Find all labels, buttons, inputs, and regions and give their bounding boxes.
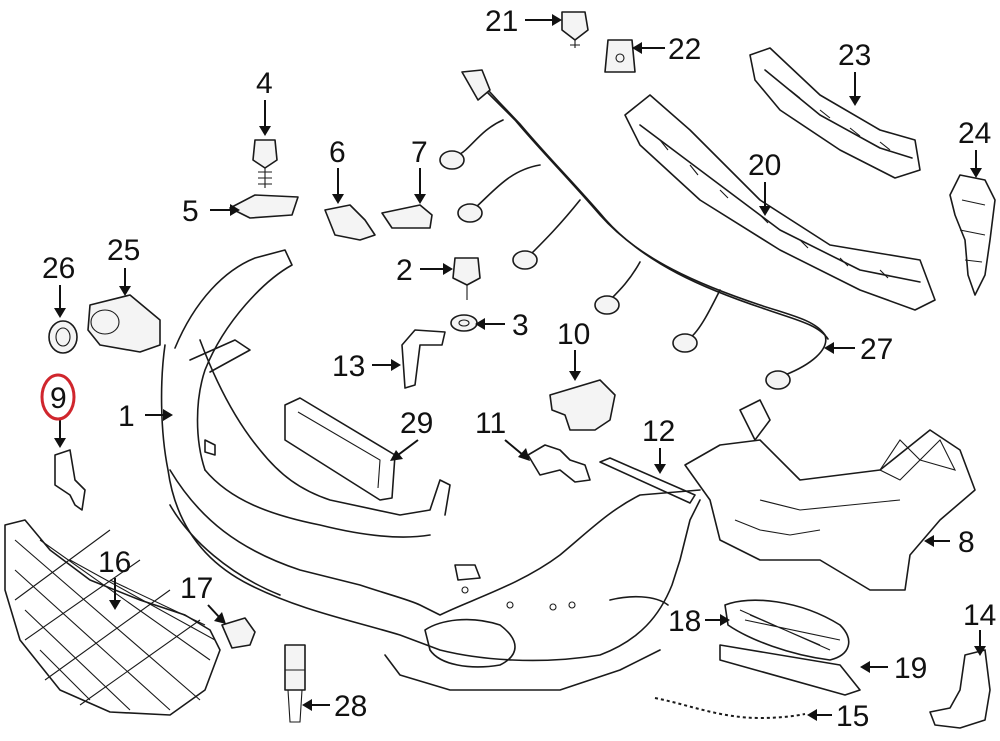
callout-6: 6: [329, 136, 346, 169]
callout-1: 1: [118, 400, 135, 433]
callout-21: 21: [485, 5, 518, 38]
callout-22: 22: [668, 33, 701, 66]
callout-19: 19: [894, 652, 927, 685]
callout-3: 3: [512, 309, 529, 342]
fog-trim: [719, 599, 861, 696]
callout-8: 8: [958, 526, 975, 559]
lower-grille: [4, 519, 221, 716]
callout-16: 16: [98, 546, 131, 579]
callout-11: 11: [475, 407, 506, 440]
callout-14: 14: [963, 599, 996, 632]
callout-10: 10: [557, 318, 590, 351]
callout-24: 24: [958, 117, 991, 150]
callout-18: 18: [668, 605, 701, 638]
callout-17: 17: [180, 572, 213, 605]
callout-12: 12: [642, 415, 675, 448]
callout-13: 13: [332, 350, 365, 383]
callout-9: 9: [50, 382, 67, 415]
callout-29: 29: [400, 407, 433, 440]
callout-5: 5: [182, 195, 199, 228]
callout-28: 28: [334, 690, 367, 723]
highlight-circle: [40, 373, 76, 421]
impact-absorber: [624, 94, 936, 311]
side-bracket: [949, 174, 996, 296]
callout-7: 7: [411, 136, 428, 169]
callout-26: 26: [42, 252, 75, 285]
callout-20: 20: [748, 149, 781, 182]
callout-4: 4: [256, 67, 273, 100]
callout-27: 27: [860, 333, 893, 366]
leader-lines: [54, 14, 986, 721]
callout-15: 15: [836, 700, 869, 733]
callout-23: 23: [838, 39, 871, 72]
small-parts: [48, 11, 696, 723]
wire-15: [654, 697, 806, 720]
callout-25: 25: [107, 234, 140, 267]
wiring-harness: [439, 69, 829, 390]
callout-labels: 21 22 23 24 20 4 5 6 7 2 3 13 29 10 11 1…: [42, 5, 996, 733]
mount-bracket: [684, 399, 976, 591]
reinforcement-bar: [749, 47, 921, 179]
corner-bracket: [929, 649, 991, 729]
callout-2: 2: [396, 254, 413, 287]
bumper-cover: [160, 249, 701, 691]
